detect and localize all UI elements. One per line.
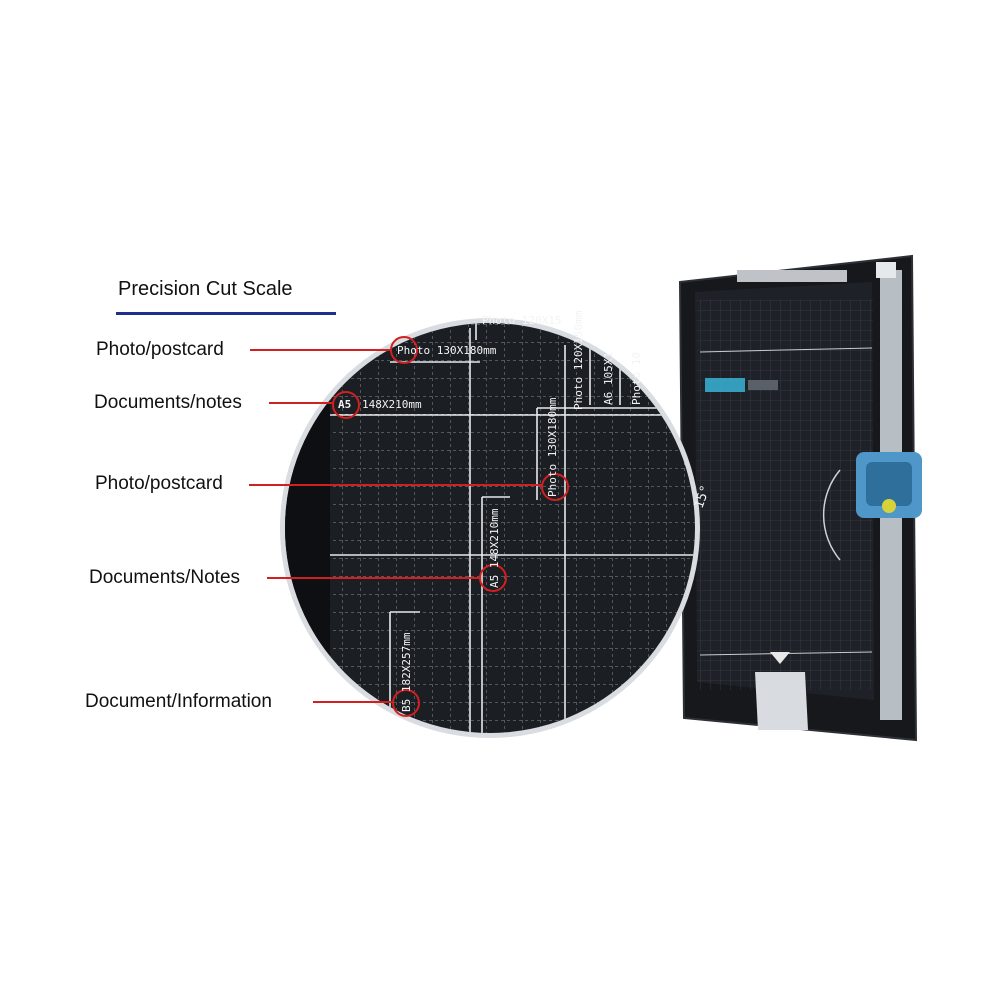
paper-trimmer xyxy=(678,254,922,742)
label-photo-130x180: Photo 130X180mm xyxy=(397,344,497,357)
callout-document-information: Document/Information xyxy=(85,691,272,712)
label-photo-130x180-vert: Photo 130X180mm xyxy=(546,397,559,497)
label-photo-120x150-top: Photo 120X15 xyxy=(482,314,561,327)
callout-photo-postcard-1: Photo/postcard xyxy=(96,339,224,360)
callout-documents-notes-1: Documents/notes xyxy=(94,392,242,413)
label-b5-vert: B5 182X257mm xyxy=(400,632,413,712)
label-a6: A6 105X1 xyxy=(602,352,615,405)
callout-documents-notes-2: Documents/Notes xyxy=(89,567,241,588)
label-photo-vert2: Photo 10 xyxy=(630,352,643,405)
label-a5-vert: A5 148X210mm xyxy=(488,508,501,588)
scale-labels: Photo 130X180mm Photo 120X15 148X210mm A… xyxy=(338,310,714,712)
title-underline xyxy=(116,312,336,315)
label-a5-size: 148X210mm xyxy=(362,398,422,411)
section-title: Precision Cut Scale xyxy=(118,278,293,300)
callout-lines xyxy=(249,336,569,717)
label-a5-badge: A5 xyxy=(338,398,351,411)
label-photo-120x150-vert: Photo 120X150mm xyxy=(572,310,585,410)
magnified-scale xyxy=(280,318,700,738)
callout-photo-postcard-2: Photo/postcard xyxy=(95,473,223,494)
